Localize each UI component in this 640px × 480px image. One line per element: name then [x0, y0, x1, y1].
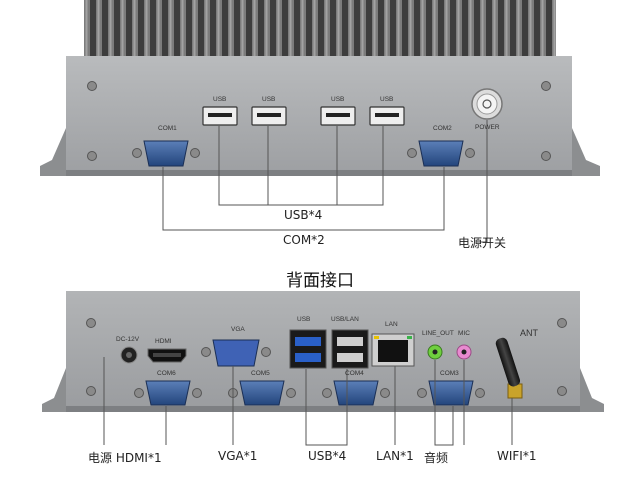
com6-port [134, 380, 202, 406]
line-out-jack [427, 344, 443, 360]
lan-label: LAN [385, 321, 398, 328]
usb-lan-stack [331, 329, 369, 369]
com4-port [322, 380, 390, 406]
com1-port [132, 140, 200, 167]
rear-usb-callout: USB*4 [308, 449, 347, 463]
mic-jack [456, 344, 472, 360]
vga-port [201, 339, 271, 367]
vga-callout: VGA*1 [218, 449, 258, 463]
rear-leader-lines [103, 357, 513, 446]
usb-callout: USB*4 [284, 208, 323, 222]
wifi-callout: WIFI*1 [497, 449, 537, 463]
usb-lan-label: USB/LAN [331, 316, 359, 323]
dc-power-jack [120, 346, 138, 364]
lan-callout: LAN*1 [376, 449, 414, 463]
mount-flange-right [572, 128, 600, 176]
com2-label: COM2 [433, 125, 452, 132]
section-title: 背面接口 [286, 271, 354, 291]
com5-label: COM5 [251, 370, 270, 377]
heatsink-fins [84, 0, 556, 58]
front-usb-ports [202, 106, 405, 126]
com3-port [417, 380, 485, 406]
usb4-label: USB [380, 96, 394, 103]
usb3-label: USB [331, 96, 345, 103]
wifi-antenna [495, 337, 523, 399]
ant-label: ANT [520, 328, 538, 338]
dc-label: DC-12V [116, 336, 140, 343]
com1-label: COM1 [158, 125, 177, 132]
power-button [471, 88, 503, 120]
rear-flange-left [42, 368, 66, 412]
power-hdmi-callout: 电源 HDMI*1 [88, 451, 162, 465]
com-callout: COM*2 [283, 233, 325, 247]
usb3-stack [289, 329, 327, 369]
power-label: POWER [475, 124, 500, 131]
panel-screws [87, 81, 551, 161]
com6-label: COM6 [157, 370, 176, 377]
usb2-label: USB [262, 96, 276, 103]
com4-label: COM4 [345, 370, 364, 377]
usb1-label: USB [213, 96, 227, 103]
front-leader-lines [162, 120, 488, 243]
com2-port [407, 140, 475, 167]
mount-flange-left [40, 128, 66, 176]
com5-port [228, 380, 296, 406]
usb-label: USB [297, 316, 311, 323]
rear-flange-right [580, 368, 604, 412]
lan-port [371, 333, 415, 367]
rear-panel-screws [86, 318, 567, 396]
vga-label: VGA [231, 326, 245, 333]
line-out-label: LINE_OUT [422, 330, 454, 337]
mic-label: MIC [458, 330, 470, 337]
power-switch-callout: 电源开关 [458, 236, 507, 250]
hdmi-label: HDMI [155, 338, 172, 345]
audio-callout: 音频 [424, 451, 449, 465]
hdmi-port [147, 348, 187, 363]
com3-label: COM3 [440, 370, 459, 377]
